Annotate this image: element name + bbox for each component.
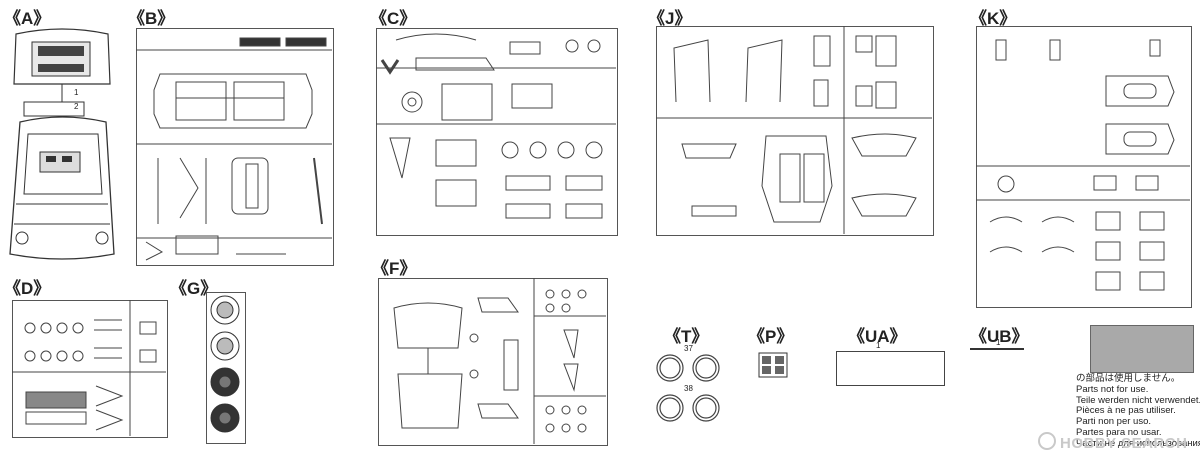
watermark: HOBBY SEARCH	[1038, 432, 1187, 452]
sprue-ub-label: 《UB》	[970, 327, 1029, 346]
note-line-es: Partes para no usar.	[1076, 426, 1162, 438]
sprue-k-parts	[976, 39, 1190, 291]
note-line-it: Parti non per uso.	[1076, 416, 1151, 428]
sprue-c-parts	[376, 33, 616, 219]
sprue-g-label: 《G》	[170, 279, 218, 298]
note-line-ru: Части не для использования.	[1076, 437, 1200, 449]
sprue-a-part-2: 2	[74, 102, 79, 111]
watermark-logo-icon	[1038, 432, 1056, 450]
sprue-a-part-1: 1	[74, 88, 79, 97]
sprue-ua-label: 《UA》	[848, 327, 907, 346]
sprue-t-part-38: 38	[684, 384, 693, 393]
sprue-t-part-37: 37	[684, 344, 693, 353]
sprue-b-parts	[136, 37, 332, 261]
sprue-t-lenses	[656, 354, 720, 422]
sprue-t-label: 《T》	[664, 327, 709, 346]
note-line-fr: Pièces à ne pas utiliser.	[1076, 405, 1176, 417]
sprue-f-label: 《F》	[372, 259, 417, 278]
note-line-ja: の部品は使用しません。	[1076, 373, 1181, 384]
sprue-j-label: 《J》	[648, 9, 692, 28]
sprue-ub-part-1: 1	[996, 338, 1001, 347]
sprue-k-label: 《K》	[970, 9, 1017, 28]
sprue-ub-part	[970, 348, 1024, 350]
sprue-d-frame	[12, 300, 168, 438]
sprue-ua-part-1: 1	[876, 341, 881, 350]
watermark-text: HOBBY SEARCH	[1060, 435, 1188, 452]
note-line-de: Teile werden nicht verwendet.	[1076, 394, 1200, 406]
note-line-en: Parts not for use.	[1076, 383, 1149, 395]
sprue-d-parts	[12, 300, 166, 436]
sprue-j-frame	[656, 26, 934, 236]
sprue-c-label: 《C》	[370, 9, 417, 28]
sprue-b-label: 《B》	[128, 9, 175, 28]
not-for-use-swatch	[1090, 325, 1194, 373]
sprue-p-label: 《P》	[748, 327, 794, 346]
sprue-p-part	[758, 352, 788, 378]
not-for-use-notes: の部品は使用しません。 Parts not for use. Teile wer…	[1076, 373, 1200, 450]
sprue-k-frame	[976, 26, 1192, 308]
sprue-ua-sheet	[836, 351, 945, 386]
sprue-b-frame	[136, 28, 334, 266]
sprue-f-parts	[393, 278, 606, 444]
sprue-d-label: 《D》	[4, 279, 51, 298]
sprue-a-label: 《A》	[4, 9, 51, 28]
sprue-a-body-drawing	[9, 28, 115, 260]
sprue-g-wheels	[210, 295, 240, 433]
sprue-j-parts	[656, 26, 932, 234]
